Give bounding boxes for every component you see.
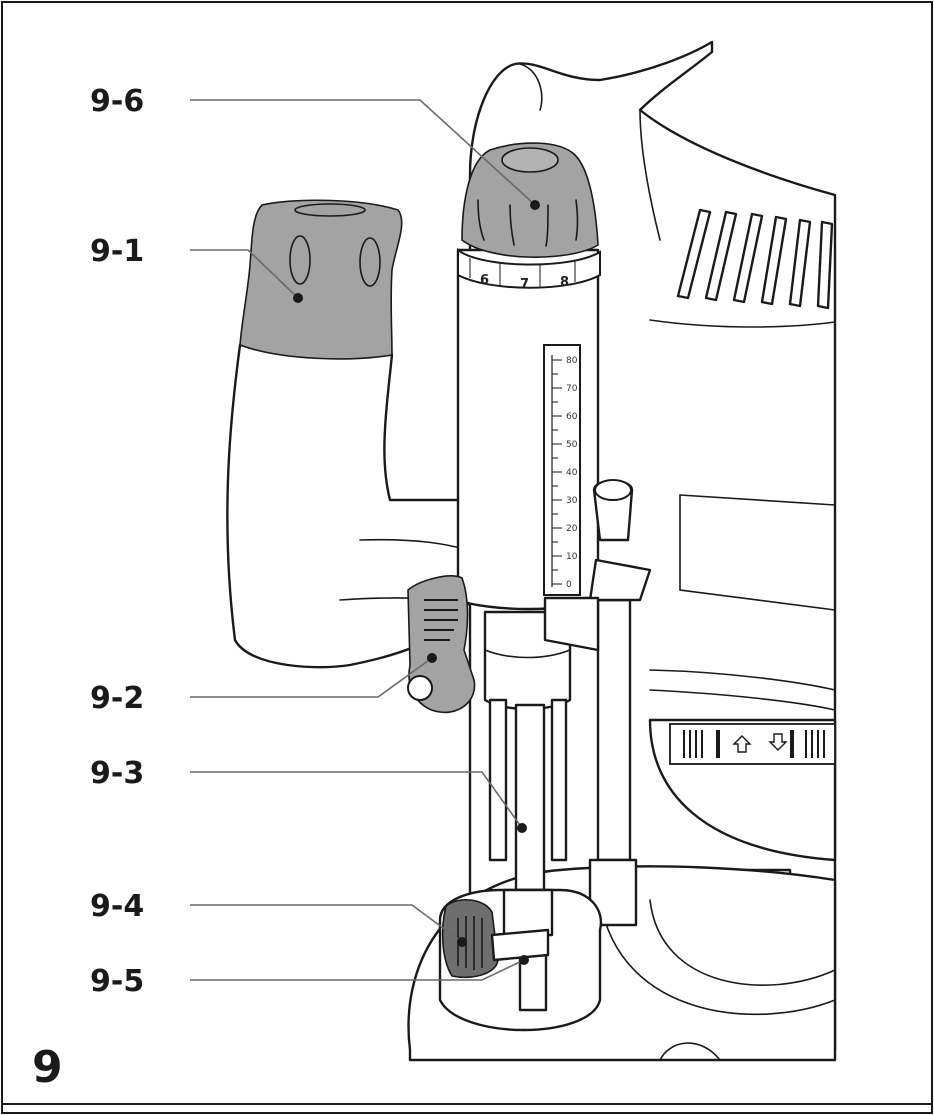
scale-tick-label: 80 (566, 356, 578, 366)
depth-stop-column (438, 142, 652, 1032)
callout-9-1: 9-1 (90, 234, 144, 269)
leader-lines (190, 99, 536, 981)
callout-labels: 9-6 9-1 9-2 9-3 9-4 9-5 (90, 84, 144, 999)
scale-tick-label: 60 (566, 412, 578, 422)
dial-ring-number: 6 (480, 273, 489, 288)
dial-ring-number: 7 (520, 277, 529, 292)
leader-dots (293, 200, 540, 965)
depth-scale-labels: 80 70 60 50 40 30 20 10 0 (566, 356, 578, 590)
figure-number: 9 (32, 1042, 63, 1093)
dial-ring-labels: 6 7 8 (480, 273, 569, 292)
scale-ticks (552, 359, 562, 585)
depth-dial (457, 142, 601, 289)
scale-tick-label: 10 (566, 552, 578, 562)
callout-9-5: 9-5 (90, 964, 144, 999)
scale-tick-label: 40 (566, 468, 578, 478)
speed-switch-strip (669, 723, 836, 765)
dial-ring-number: 8 (560, 275, 569, 290)
callout-9-6: 9-6 (90, 84, 144, 119)
callout-9-2: 9-2 (90, 681, 144, 716)
scale-tick-label: 30 (566, 496, 578, 506)
scale-tick-label: 20 (566, 524, 578, 534)
handle (226, 199, 472, 669)
callout-9-3: 9-3 (90, 756, 144, 791)
scale-tick-label: 50 (566, 440, 578, 450)
vent-slots (676, 208, 834, 310)
scale-tick-label: 70 (566, 384, 578, 394)
callout-9-4: 9-4 (90, 889, 144, 924)
clamp-knob (441, 899, 550, 979)
scale-tick-label: 0 (566, 580, 572, 590)
lock-lever (407, 575, 476, 714)
